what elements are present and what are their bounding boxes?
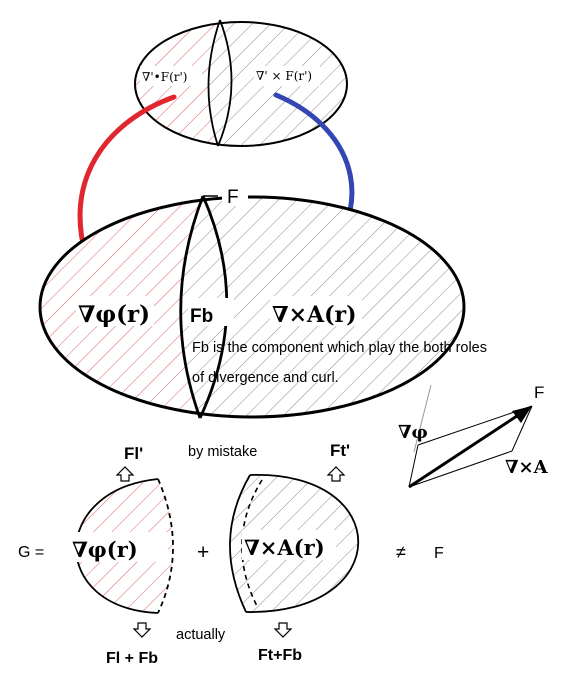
right-down-arrow-icon bbox=[273, 622, 293, 638]
F-vector-arrowhead bbox=[512, 406, 532, 423]
actually-label: actually bbox=[176, 627, 226, 643]
grad-vector bbox=[408, 444, 419, 488]
big-Fb-label: Fb bbox=[190, 306, 213, 327]
top-lens-left-arc bbox=[207, 19, 221, 147]
note-line-2: of divergence and curl. bbox=[192, 370, 339, 386]
big-grad-phi-label: ∇φ(r) bbox=[78, 301, 150, 328]
top-left-red-hatch bbox=[135, 22, 220, 146]
top-right-gray-hatch bbox=[208, 22, 347, 146]
parallelogram-top-edge bbox=[417, 405, 533, 446]
right-top-Ft-prime-label: Ft' bbox=[330, 441, 350, 460]
not-equal-sign: ≠ bbox=[396, 542, 406, 562]
vector-faint-line bbox=[413, 384, 432, 453]
big-curl-A-label: ∇×A(r) bbox=[272, 302, 356, 328]
right-half-outer-arc bbox=[245, 474, 359, 613]
note-line-1: Fb is the component which play the both … bbox=[192, 340, 487, 356]
top-ellipse-group: ∇'•F(r') ∇' × F(r') bbox=[134, 19, 348, 147]
top-divergence-label: ∇'•F(r') bbox=[142, 70, 187, 84]
right-up-arrow-icon bbox=[326, 466, 346, 482]
F-resultant-vector bbox=[408, 412, 521, 489]
top-lens-right-arc bbox=[217, 19, 233, 147]
big-left-red-hatch bbox=[40, 197, 203, 417]
left-bottom-Fl-Fb-label: Fl + Fb bbox=[106, 650, 158, 667]
vector-curl-A-label: ∇×A bbox=[505, 457, 549, 478]
top-curl-label: ∇' × F(r') bbox=[256, 69, 312, 83]
vector-F-label: F bbox=[534, 383, 544, 402]
left-up-arrow-icon bbox=[115, 466, 135, 482]
top-ellipse-outline bbox=[134, 21, 348, 147]
parallelogram-right-edge bbox=[511, 405, 533, 452]
bottom-F-label: F bbox=[434, 545, 444, 562]
left-down-arrow-icon bbox=[132, 622, 152, 638]
curl-vector bbox=[408, 450, 513, 488]
plus-sign: + bbox=[197, 541, 209, 564]
big-ellipse-group: F ∇φ(r) Fb ∇×A(r) Fb is the component wh… bbox=[38, 184, 487, 419]
vector-grad-phi-label: ∇φ bbox=[398, 422, 428, 443]
G-equals-label: G = bbox=[18, 544, 44, 561]
big-F-label: F bbox=[227, 187, 239, 208]
bottom-section: Fl' by mistake Ft' G = ∇φ(r) + ∇×A(r) ≠ … bbox=[18, 441, 444, 667]
right-half-solid-arc bbox=[229, 474, 251, 613]
left-top-Fl-prime-label: Fl' bbox=[124, 444, 143, 463]
by-mistake-label: by mistake bbox=[188, 444, 257, 460]
right-bottom-Ft-Fb-label: Ft+Fb bbox=[258, 647, 302, 664]
big-lens-left-arc bbox=[179, 195, 205, 419]
right-curl-A-term: ∇×A(r) bbox=[244, 535, 325, 560]
big-right-gray-hatch bbox=[180, 197, 464, 417]
vector-diagram: F ∇φ ∇×A bbox=[398, 383, 549, 489]
left-grad-phi-term: ∇φ(r) bbox=[72, 537, 138, 562]
big-ellipse-outline bbox=[38, 195, 466, 419]
